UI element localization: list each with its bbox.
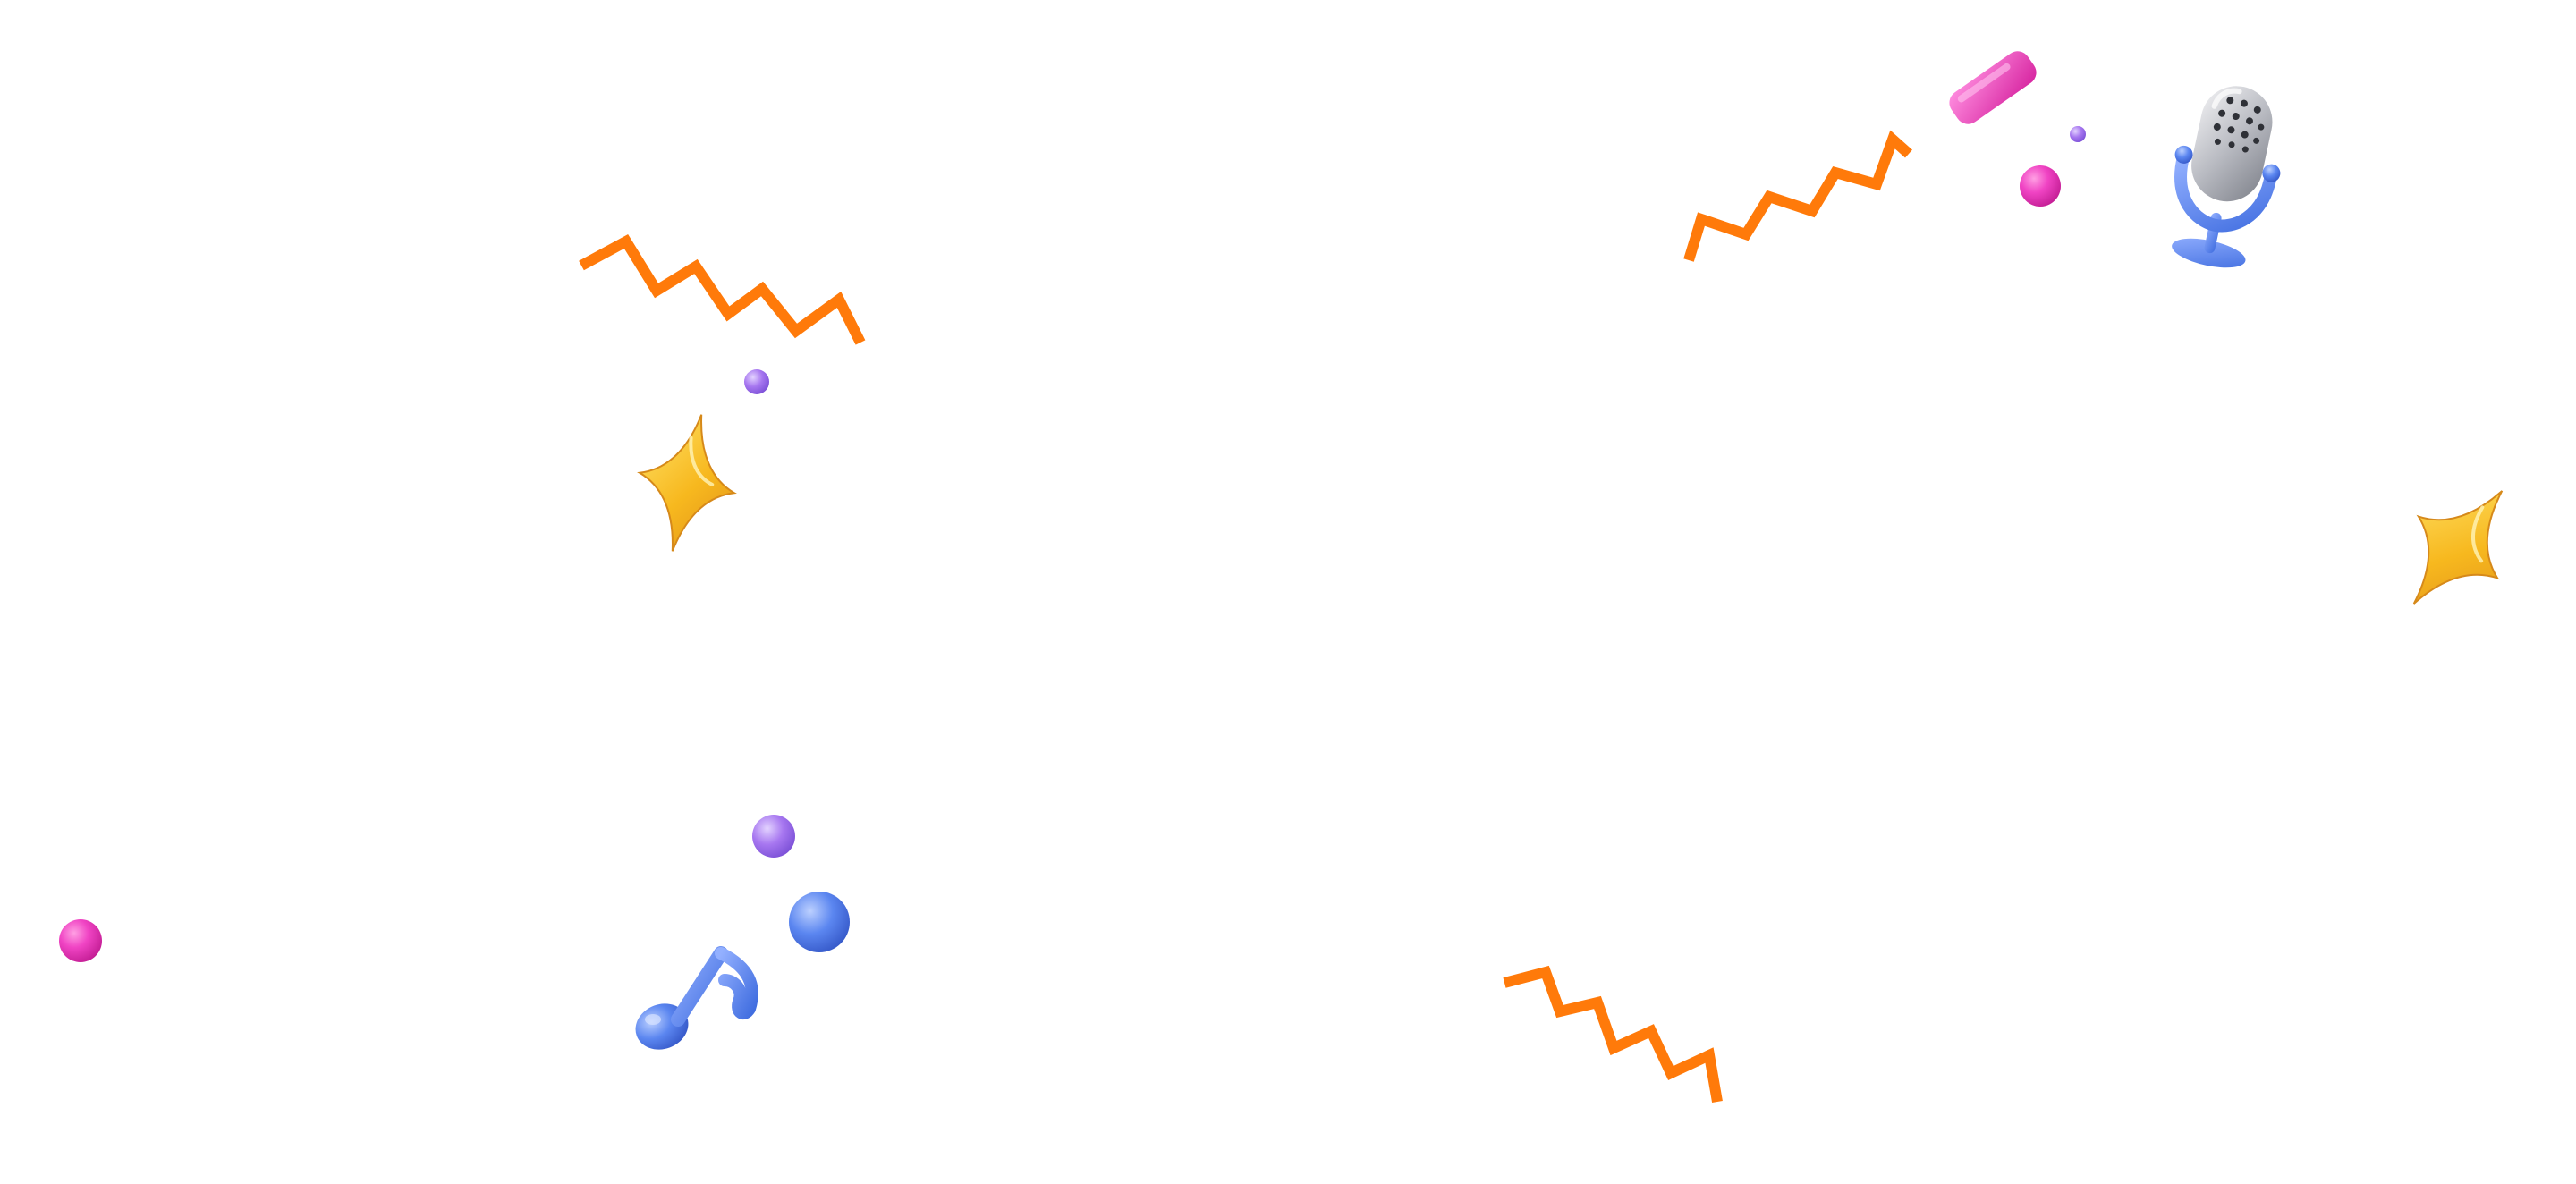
zigzag-ribbon-icon (1503, 965, 1723, 1104)
bubble-icon (752, 815, 795, 858)
confetti-pill-icon (1949, 51, 2037, 124)
bubble-icon (59, 919, 102, 962)
bubble-icon (2070, 126, 2086, 142)
zigzag-ribbon-icon (579, 234, 866, 345)
music-note-icon (635, 946, 758, 1050)
sparkle-star-icon (637, 414, 737, 552)
zigzag-ribbon-icon (1683, 130, 1912, 262)
sparkle-star-icon (2412, 490, 2504, 605)
microphone-icon (2172, 86, 2281, 268)
bubble-icon (789, 892, 850, 952)
bubble-icon (2020, 165, 2061, 207)
bubble-icon (744, 369, 769, 394)
